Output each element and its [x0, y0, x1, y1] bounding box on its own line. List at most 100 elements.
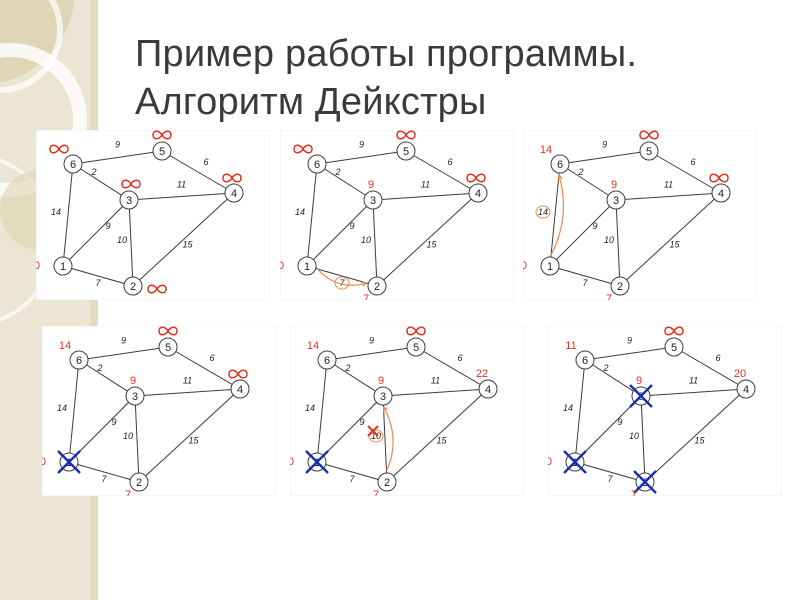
- node-3: 39: [606, 179, 626, 210]
- edge-2-4: [376, 192, 479, 287]
- distance-label-3: 9: [378, 375, 384, 387]
- edge-weight-3-6: 2: [344, 363, 350, 373]
- edge-2-3: [615, 199, 621, 287]
- node-circle: [129, 472, 149, 492]
- node-2: 27: [363, 276, 387, 300]
- node-circle: [158, 337, 178, 357]
- distance-label-2: 7: [606, 293, 612, 300]
- node-circle: [125, 386, 145, 406]
- node-label: 3: [126, 195, 132, 207]
- node-2: 2: [123, 276, 167, 296]
- node-label: 3: [380, 391, 386, 403]
- edge-weight-1-6: 14: [295, 207, 305, 217]
- edge-weight-3-6: 2: [577, 167, 583, 177]
- visited-cross-icon: [629, 384, 653, 408]
- edge-weight-1-2: 7: [339, 278, 345, 288]
- distance-label-1: 0: [523, 260, 527, 272]
- node-1: 10: [290, 450, 329, 474]
- node-2: 27: [606, 276, 630, 300]
- edge-weight-3-4: 11: [689, 376, 698, 386]
- node-2: 27: [125, 472, 149, 496]
- edge-weight-3-4: 11: [183, 376, 192, 386]
- node-label: 5: [413, 342, 419, 354]
- node-circle: [377, 472, 397, 492]
- edge-weight-2-3: 10: [371, 431, 381, 441]
- node-label: 5: [159, 146, 165, 158]
- edge-weight-3-4: 11: [177, 180, 186, 190]
- infinity-icon: [406, 326, 426, 336]
- infinity-icon: [121, 179, 141, 189]
- node-label: 2: [130, 281, 136, 293]
- node-1: 10: [42, 450, 81, 474]
- node-4: 4: [466, 173, 488, 203]
- node-label: 6: [557, 159, 563, 171]
- node-6: 6: [293, 144, 327, 174]
- edge-weight-5-6: 9: [115, 140, 120, 150]
- edge-5-6: [78, 346, 169, 361]
- edge-weight-1-3: 9: [617, 417, 622, 427]
- relax-arrow-2-3: [382, 406, 394, 472]
- edge-4-5: [673, 346, 747, 390]
- infinity-icon: [466, 173, 486, 183]
- distance-label-3: 9: [636, 375, 642, 387]
- rejected-update-icon: [367, 425, 379, 437]
- node-circle: [53, 256, 73, 276]
- edge-weight-3-6: 2: [90, 167, 96, 177]
- infinity-icon: [228, 369, 248, 379]
- edge-1-6: [574, 359, 586, 463]
- edge-weight-1-3: 9: [359, 417, 364, 427]
- decorative-side-strip: [0, 0, 98, 600]
- node-circle: [123, 276, 143, 296]
- edge-weight-1-6: 14: [563, 403, 573, 413]
- node-circle: [575, 350, 595, 370]
- node-label: 4: [485, 384, 491, 396]
- edge-weight-1-2: 7: [607, 474, 613, 484]
- node-label: 4: [237, 384, 243, 396]
- visited-cross-icon: [563, 450, 587, 474]
- node-1: 10: [36, 256, 73, 276]
- edge-1-3: [306, 199, 374, 267]
- edge-weight-4-5: 6: [209, 353, 214, 363]
- edge-1-2: [549, 265, 621, 287]
- node-label: 1: [547, 261, 553, 273]
- node-4: 4: [228, 369, 250, 399]
- node-4: 4: [709, 173, 731, 203]
- edge-weight-highlight-1-6: [535, 205, 551, 219]
- edge-3-6: [72, 163, 130, 201]
- node-6: 614: [59, 340, 89, 370]
- node-circle: [307, 154, 327, 174]
- distance-label-2: 7: [125, 489, 131, 496]
- edge-2-4: [132, 192, 235, 287]
- edge-3-6: [559, 163, 617, 201]
- relax-arrow-1-2: [317, 268, 367, 286]
- edge-weight-1-6: 14: [538, 207, 548, 217]
- arrowhead-icon: [557, 174, 563, 180]
- distance-label-3: 9: [611, 179, 617, 191]
- node-label: 6: [76, 355, 82, 367]
- edge-3-6: [584, 359, 642, 397]
- edge-weight-4-5: 6: [203, 157, 208, 167]
- node-3: 3: [119, 179, 141, 210]
- node-label: 6: [582, 355, 588, 367]
- infinity-icon: [639, 130, 659, 140]
- node-circle: [63, 154, 83, 174]
- node-circle: [367, 276, 387, 296]
- node-circle: [610, 276, 630, 296]
- edge-3-4: [134, 388, 241, 397]
- edge-1-6: [68, 359, 80, 463]
- edge-2-3: [640, 395, 646, 483]
- relax-arrow-1-6: [550, 174, 565, 256]
- node-label: 1: [304, 261, 310, 273]
- distance-label-1: 0: [42, 456, 46, 468]
- edge-5-6: [559, 150, 650, 165]
- node-1: 10: [523, 256, 560, 276]
- edge-weight-2-3: 10: [629, 431, 639, 441]
- node-2: 27: [373, 472, 397, 496]
- distance-label-1: 0: [548, 456, 552, 468]
- node-circle: [69, 350, 89, 370]
- node-circle: [540, 256, 560, 276]
